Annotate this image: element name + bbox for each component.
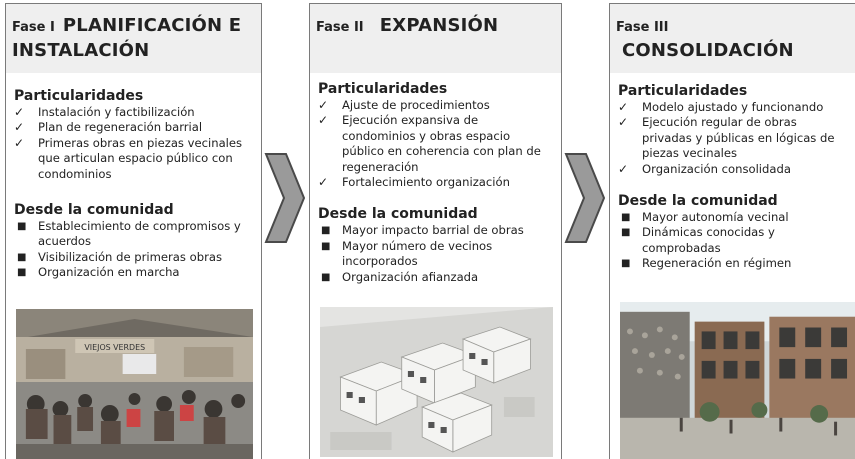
list-item: ■Organización afianzada — [321, 269, 479, 284]
phase-header-3: Fase III CONSOLIDACIÓN — [610, 4, 855, 73]
list-item: ■Dinámicas conocidas y comprobadas — [621, 225, 775, 255]
list-item: ✓Fortalecimiento organización — [318, 175, 510, 190]
list-item: ■Establecimiento de compromisos y acuerd… — [17, 219, 241, 249]
check-icon: ✓ — [318, 175, 329, 190]
phase-label-1: Fase I — [12, 20, 55, 35]
check-icon: ✓ — [618, 161, 629, 176]
check-icon: ✓ — [14, 105, 25, 119]
chevron-right-icon — [564, 152, 606, 244]
square-bullet-icon: ■ — [621, 227, 631, 239]
list-item: ■Visibilización de primeras obras — [17, 249, 223, 264]
particularidades-list-1: ✓Instalación y factibilización ✓Plan de … — [14, 105, 253, 182]
list-item: ■Organización en marcha — [17, 265, 180, 280]
comunidad-title-3: Desde la comunidad — [618, 193, 778, 210]
list-item: ✓Ejecución regular de obras privadas y p… — [618, 115, 835, 161]
square-bullet-icon: ■ — [321, 240, 331, 252]
list-item: ✓Ajuste de procedimientos — [318, 98, 490, 112]
phase-panel-3: Fase III CONSOLIDACIÓN Particularidades … — [609, 3, 855, 459]
phase-panel-1: Fase I PLANIFICACIÓN E INSTALACIÓN Parti… — [5, 3, 262, 459]
sign-text: VIEJOS VERDES — [84, 343, 145, 352]
chevron-right-icon — [264, 152, 306, 244]
square-bullet-icon: ■ — [17, 267, 27, 279]
list-item: ✓Primeras obras en piezas vecinales que … — [14, 135, 243, 181]
list-item: ■Mayor autonomía vecinal — [621, 210, 789, 225]
square-bullet-icon: ■ — [621, 258, 631, 270]
phase-title-1: PLANIFICACIÓN E INSTALACIÓN — [12, 15, 242, 61]
particularidades-title-2: Particularidades — [318, 81, 448, 97]
comunidad-list-3: ■Mayor autonomía vecinal ■Dinámicas cono… — [618, 210, 847, 272]
phase-header-2: Fase II EXPANSIÓN — [310, 4, 561, 73]
square-bullet-icon: ■ — [621, 212, 631, 224]
check-icon: ✓ — [14, 135, 25, 150]
list-item: ✓Ejecución expansiva de condominios y ob… — [318, 113, 541, 174]
list-item: ✓Organización consolidada — [618, 161, 791, 176]
particularidades-title-1: Particularidades — [14, 88, 144, 104]
check-icon: ✓ — [618, 100, 629, 114]
neighborhood-render-photo — [620, 302, 855, 459]
list-item: ■Regeneración en régimen — [621, 256, 792, 271]
particularidades-title-3: Particularidades — [618, 83, 748, 99]
list-item: ■Mayor número de vecinos incorporados — [321, 238, 493, 269]
comunidad-title-1: Desde la comunidad — [14, 202, 174, 219]
comunidad-title-2: Desde la comunidad — [318, 206, 478, 223]
phase-panel-2: Fase II EXPANSIÓN Particularidades ✓Ajus… — [309, 3, 562, 459]
check-icon: ✓ — [318, 113, 329, 128]
list-item: ✓Modelo ajustado y funcionando — [618, 100, 824, 114]
list-item: ✓Instalación y factibilización — [14, 105, 195, 119]
phase-title-3: CONSOLIDACIÓN — [622, 40, 794, 61]
housing-model-photo — [320, 307, 553, 457]
phase-header-1: Fase I PLANIFICACIÓN E INSTALACIÓN — [6, 4, 261, 73]
community-meeting-photo: VIEJOS VERDES — [16, 309, 253, 459]
square-bullet-icon: ■ — [17, 221, 27, 233]
comunidad-list-1: ■Establecimiento de compromisos y acuerd… — [14, 219, 253, 281]
phase-title-2: EXPANSIÓN — [379, 15, 499, 36]
square-bullet-icon: ■ — [321, 271, 331, 283]
particularidades-list-2: ✓Ajuste de procedimientos ✓Ejecución exp… — [318, 98, 553, 190]
phase-label-3: Fase III — [616, 20, 669, 35]
check-icon: ✓ — [618, 115, 629, 130]
particularidades-list-3: ✓Modelo ajustado y funcionando ✓Ejecució… — [618, 100, 847, 177]
list-item: ■Mayor impacto barrial de obras — [321, 223, 524, 238]
square-bullet-icon: ■ — [17, 251, 27, 263]
list-item: ✓Plan de regeneración barrial — [14, 120, 203, 135]
check-icon: ✓ — [318, 98, 329, 112]
phase-label-2: Fase II — [316, 20, 364, 35]
square-bullet-icon: ■ — [321, 225, 331, 237]
check-icon: ✓ — [14, 120, 25, 135]
comunidad-list-2: ■Mayor impacto barrial de obras ■Mayor n… — [318, 223, 553, 285]
